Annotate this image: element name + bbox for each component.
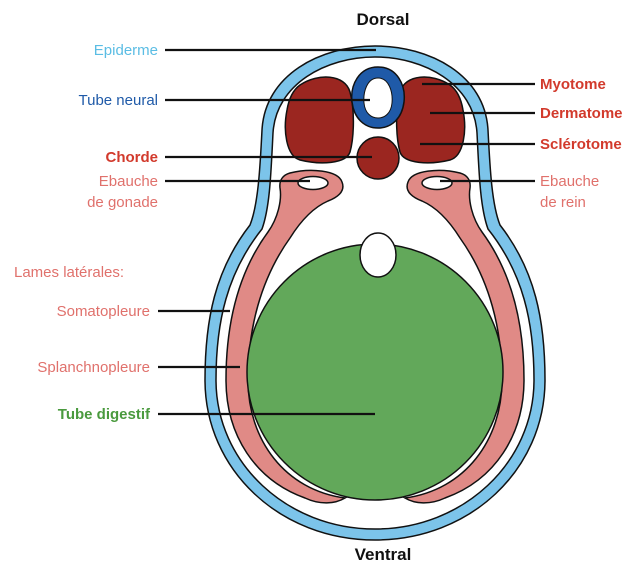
tube-digestif-shape bbox=[247, 244, 503, 500]
ebauche-gonade-shape bbox=[298, 177, 328, 190]
label-dermatome: Dermatome bbox=[540, 105, 623, 122]
label-epiderme: Epiderme bbox=[94, 42, 158, 59]
gut-lumen bbox=[360, 233, 396, 277]
tube-neural-lumen bbox=[364, 78, 392, 118]
label-ebauche-gonade-1: Ebauche bbox=[99, 173, 158, 190]
label-ebauche-rein-1: Ebauche bbox=[540, 173, 599, 190]
label-tube-digestif: Tube digestif bbox=[58, 406, 151, 423]
dorsal-label: Dorsal bbox=[357, 10, 410, 29]
label-lames-laterales: Lames latérales: bbox=[14, 264, 124, 281]
somite-right bbox=[397, 77, 465, 163]
ebauche-rein-shape bbox=[422, 177, 452, 190]
label-chorde: Chorde bbox=[106, 149, 159, 166]
label-ebauche-gonade-2: de gonade bbox=[87, 194, 158, 211]
label-myotome: Myotome bbox=[540, 76, 606, 93]
label-tube-neural: Tube neural bbox=[79, 92, 159, 109]
label-sclerotome: Sclérotome bbox=[540, 136, 622, 153]
ventral-label: Ventral bbox=[355, 545, 412, 564]
label-somatopleure: Somatopleure bbox=[57, 303, 150, 320]
label-splanchnopleure: Splanchnopleure bbox=[37, 359, 150, 376]
somite-left bbox=[285, 77, 353, 163]
label-ebauche-rein-2: de rein bbox=[540, 194, 586, 211]
